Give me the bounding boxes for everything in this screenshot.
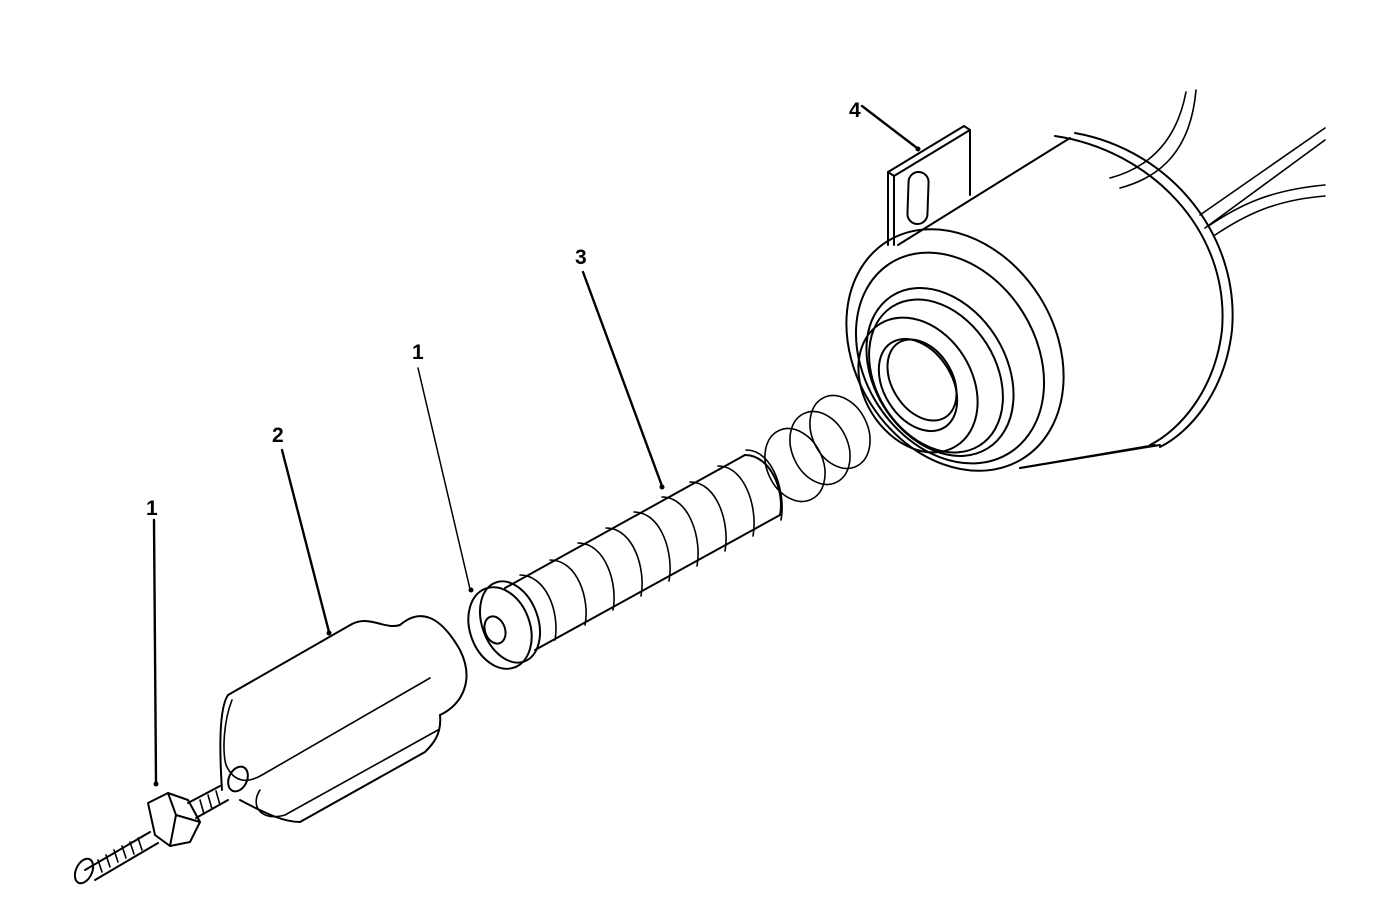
adjusting-screw [73,785,229,885]
plunger-boot [219,615,468,823]
leader-lines [152,104,921,787]
callout-3-plunger: 3 [575,246,587,269]
callout-1-washer: 1 [412,341,424,364]
callout-1-screw: 1 [146,497,158,520]
callout-4-solenoid: 4 [849,99,861,122]
plunger-spring [467,394,871,670]
solenoid-coil [845,89,1326,472]
callout-2-boot: 2 [272,424,284,447]
